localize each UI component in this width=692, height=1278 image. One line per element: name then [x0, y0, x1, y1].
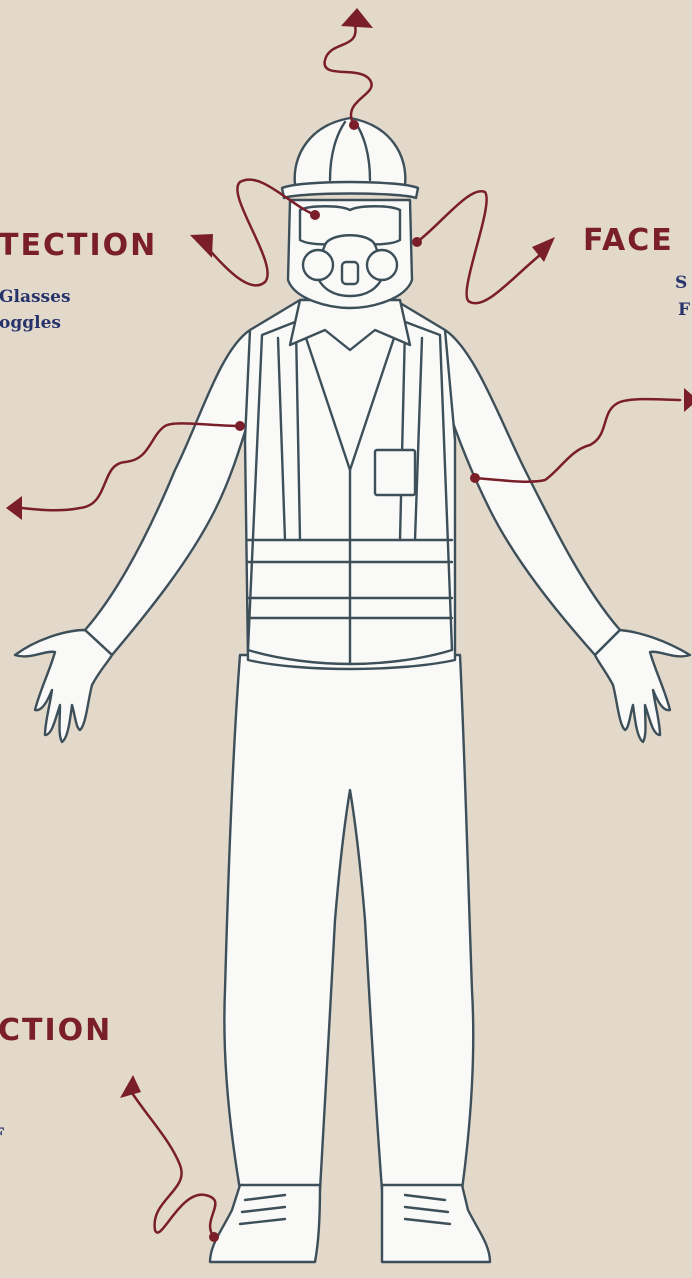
- face-protection-item: F: [678, 300, 690, 320]
- arrow-icon: [6, 496, 22, 520]
- worker-figure: [15, 118, 690, 1262]
- foot-protection-item: F: [0, 1125, 4, 1145]
- eye-protection-item: oggles: [0, 313, 61, 333]
- eye-protection-heading: TECTION: [0, 228, 157, 263]
- arrow-icon: [190, 234, 213, 258]
- connector-head: [325, 25, 372, 125]
- hard-hat-brim: [282, 182, 418, 198]
- left-arm: [85, 330, 255, 655]
- face-protection-heading: FACE: [583, 223, 674, 258]
- respirator-left-filter: [303, 250, 333, 280]
- connector-foot: [130, 1090, 215, 1237]
- respirator-right-filter: [367, 250, 397, 280]
- arrow-icon: [341, 8, 373, 28]
- foot-protection-heading: CTION: [0, 1013, 112, 1048]
- right-glove: [595, 630, 690, 742]
- hard-hat-icon: [295, 118, 406, 185]
- arrow-icon: [684, 388, 692, 412]
- connector-face: [417, 191, 540, 303]
- left-glove: [15, 630, 112, 742]
- vest-pocket: [375, 450, 415, 495]
- eye-protection-item: Glasses: [0, 287, 71, 307]
- arrow-icon: [120, 1075, 141, 1098]
- coverall-legs: [224, 655, 473, 1190]
- face-protection-item: S: [675, 273, 687, 293]
- right-arm: [445, 330, 620, 655]
